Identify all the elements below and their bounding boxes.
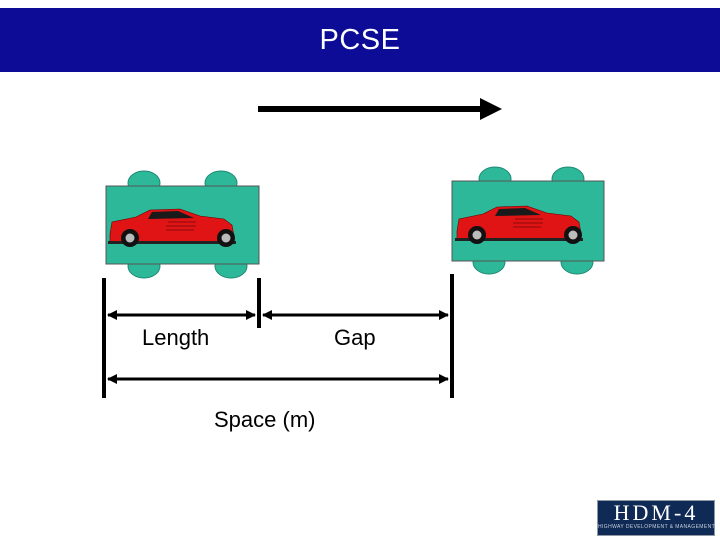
gap-label: Gap (334, 325, 376, 350)
space-label: Space (m) (214, 407, 316, 432)
reference-lines (102, 274, 454, 398)
vehicle-2 (451, 166, 605, 275)
car-icon (455, 205, 583, 244)
logo-subtitle: HIGHWAY DEVELOPMENT & MANAGEMENT (598, 524, 716, 530)
length-label: Length (142, 325, 210, 350)
car-icon (108, 208, 236, 247)
logo-text: HDM-4 (613, 500, 699, 525)
vehicle-1 (105, 170, 260, 279)
hdm4-logo: HDM-4 HIGHWAY DEVELOPMENT & MANAGEMENT (597, 500, 715, 536)
title-bar: PCSE (0, 8, 720, 72)
page-title: PCSE (319, 23, 401, 56)
direction-arrow (258, 98, 502, 120)
